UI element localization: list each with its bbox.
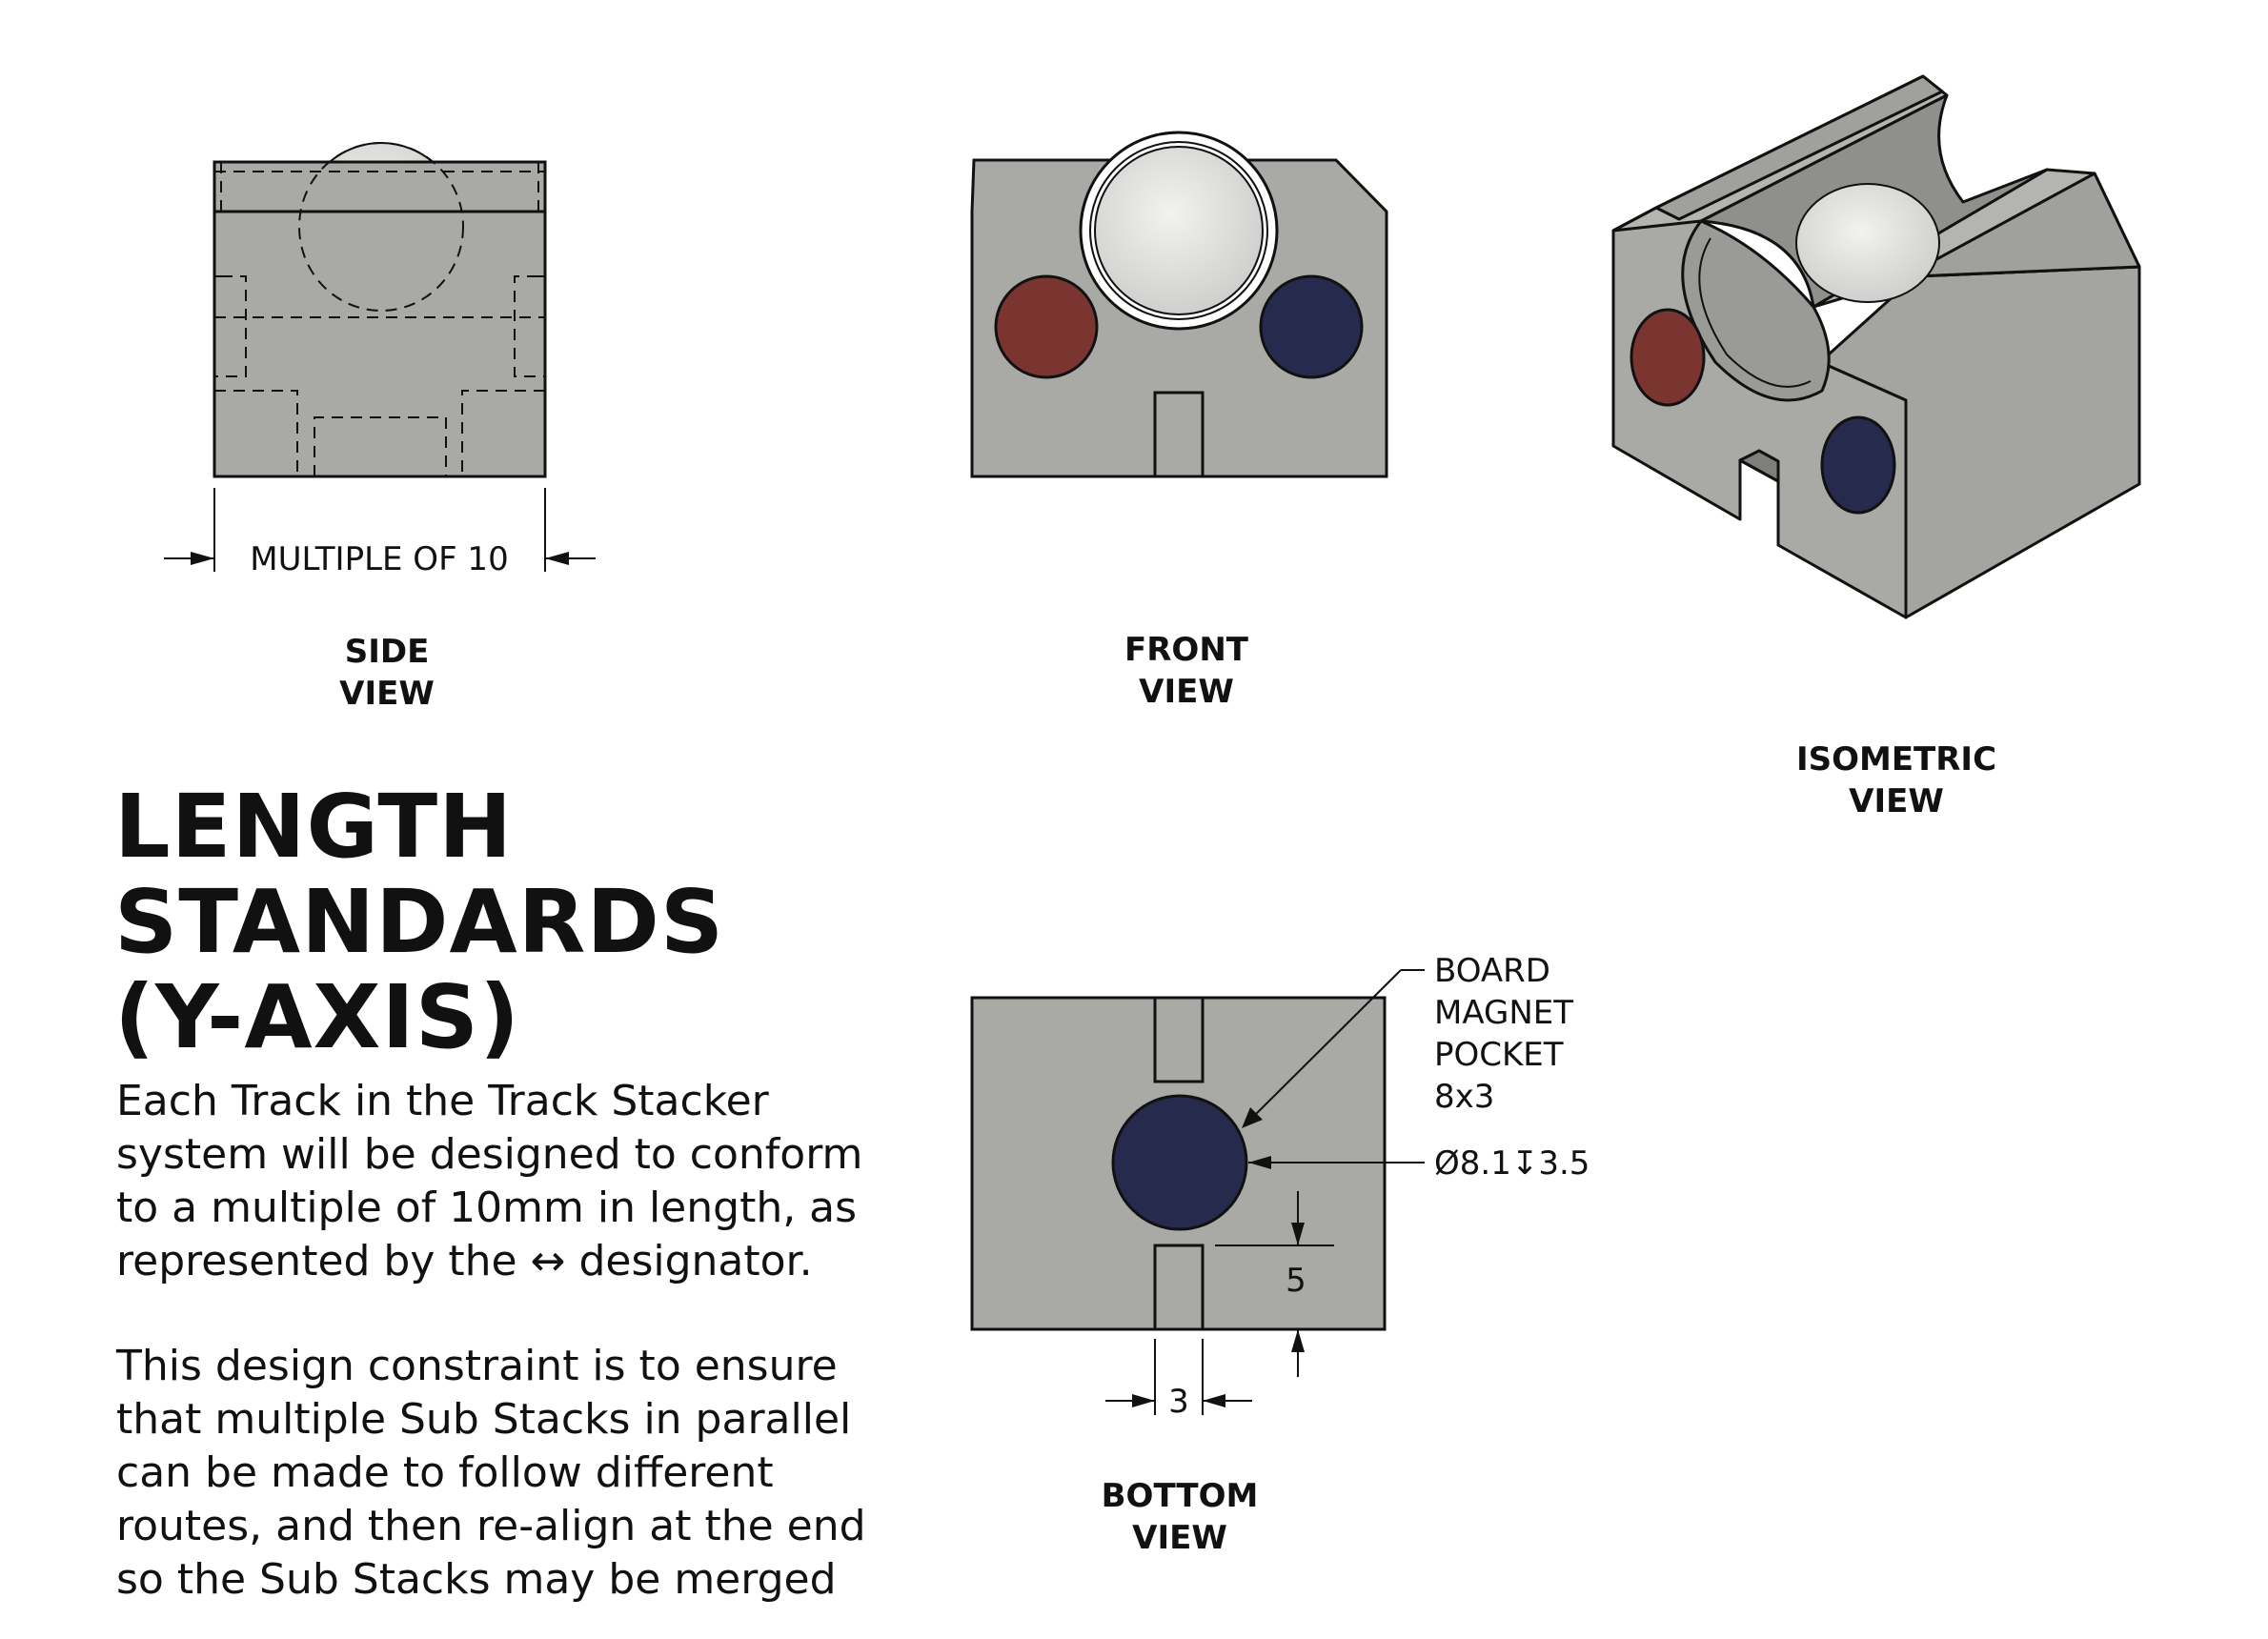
side-dimension [164,488,596,572]
iso-magnet-blue [1820,415,1896,515]
page-title: LENGTH STANDARDS (Y-AXIS) [114,779,839,1065]
page-title-line3: (Y-AXIS) [114,966,520,1068]
iso-pocket-rim [1698,237,1812,388]
hole-spec-leader [1248,1156,1425,1169]
front-view-label-line2: VIEW [1139,673,1234,711]
callout-line-2: MAGNET [1434,994,1573,1032]
slot-width-dimension [1105,1339,1252,1415]
front-view-label-line1: FRONT [1124,631,1248,669]
slot-width-label: 3 [1168,1383,1189,1421]
bottom-slot-top [1153,998,1205,1083]
front-view [970,131,1388,478]
iso-slot [1738,449,1780,483]
page-title-line1: LENGTH [114,776,514,878]
side-dimension-label: MULTIPLE OF 10 [250,540,508,578]
isometric-view-label: ISOMETRIC VIEW [1725,739,2068,822]
front-slot [1153,391,1205,476]
isometric-view [1611,74,2141,619]
bottom-slot-bottom [1153,1244,1205,1329]
front-magnet-red [994,274,1099,379]
hole-spec: Ø8.1↧3.5 [1434,1144,1590,1183]
description-paragraph-1: Each Track in the Track Stacker system w… [116,1077,863,1285]
callout-line-1: BOARD [1434,952,1550,990]
side-view-label-line2: VIEW [339,675,435,713]
offset-dimension-label: 5 [1286,1262,1306,1300]
iso-ball [1795,183,1940,303]
page-title-line2: STANDARDS [114,871,725,973]
side-view-label: SIDE VIEW [215,631,558,715]
callout-line-3: POCKET [1434,1036,1564,1074]
callout-leader [1242,969,1425,1128]
iso-magnet-red [1630,308,1706,407]
isometric-view-label-line1: ISOMETRIC [1795,740,1997,779]
iso-pocket [1681,219,1831,402]
front-ball [1094,146,1264,315]
bottom-view-label-line1: BOTTOM [1101,1477,1259,1515]
side-view-label-line1: SIDE [344,633,430,671]
isometric-view-label-line2: VIEW [1849,782,1944,820]
front-magnet-blue [1259,274,1364,379]
side-hidden-lines [214,142,545,476]
front-view-label: FRONT VIEW [1015,629,1358,713]
offset-dimension [1215,1191,1334,1377]
bottom-view-label-line2: VIEW [1132,1519,1227,1557]
side-view: MULTIPLE OF 10 [164,142,596,578]
side-block [213,160,547,478]
front-ball-ring [1089,141,1268,320]
callout-line-4: 8x3 [1434,1078,1494,1116]
bottom-view-label: BOTTOM VIEW [1008,1475,1351,1559]
iso-left-rail-bevel [1654,74,1944,221]
bottom-view: BOARD MAGNET POCKET 8x3 Ø8.1↧3.5 5 3 [970,952,1590,1421]
bottom-magnet-pocket [1111,1094,1248,1231]
description-paragraph-2: This design constraint is to ensure that… [116,1342,866,1604]
